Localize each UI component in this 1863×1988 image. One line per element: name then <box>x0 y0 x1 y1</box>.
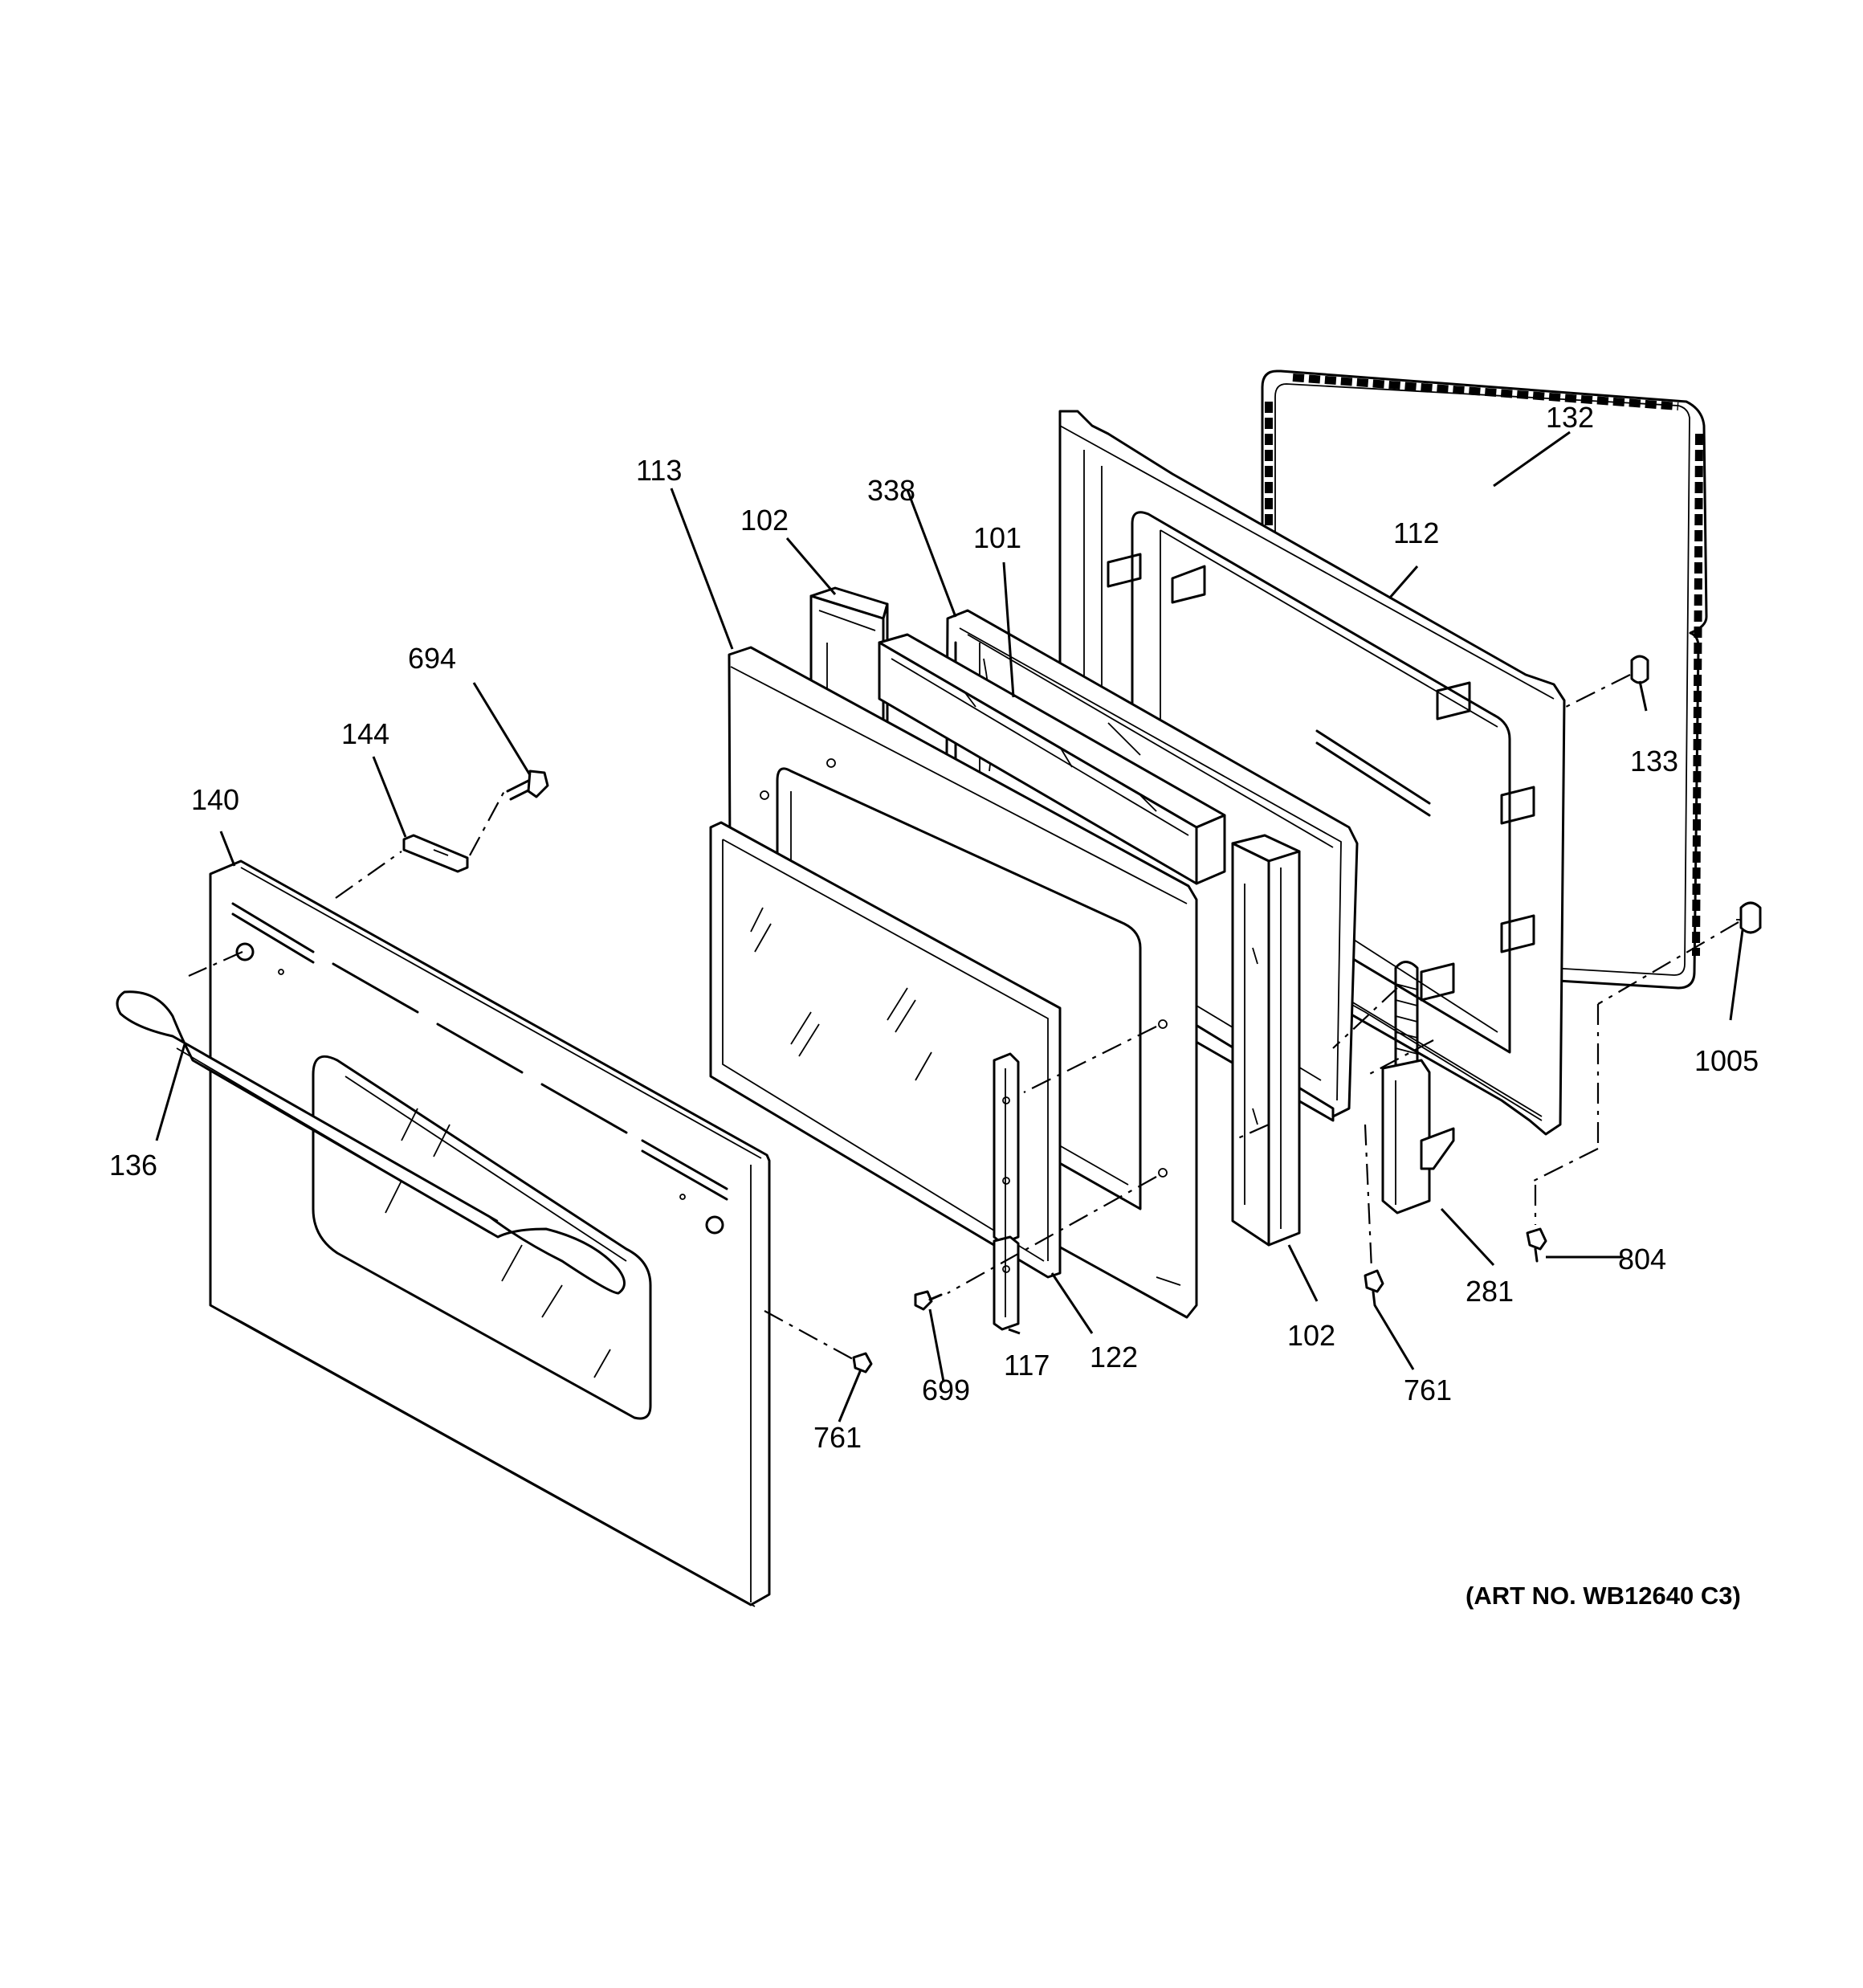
callout-113: 113 <box>636 454 682 487</box>
callout-761-left: 761 <box>813 1421 862 1454</box>
callout-132: 132 <box>1546 401 1594 434</box>
hinge-281 <box>1381 961 1455 1214</box>
leader-lines <box>155 431 1744 1423</box>
bumper-1005 <box>1736 901 1762 934</box>
callout-761-right: 761 <box>1404 1374 1452 1406</box>
callout-804: 804 <box>1618 1243 1666 1276</box>
bracket-144 <box>402 834 469 873</box>
callout-102-bottom: 102 <box>1287 1319 1335 1352</box>
screw-694 <box>506 769 549 801</box>
outer-glass-122 <box>709 821 1062 1279</box>
screw-761-left <box>852 1352 873 1374</box>
bumper-133 <box>1630 655 1649 684</box>
callout-102-top: 102 <box>740 504 789 537</box>
hinge-channel-117 <box>993 1052 1020 1331</box>
callout-694: 694 <box>408 642 456 675</box>
screw-699 <box>914 1290 943 1311</box>
callout-281: 281 <box>1466 1275 1514 1308</box>
callout-133: 133 <box>1630 745 1678 778</box>
door-handle-136 <box>116 990 626 1295</box>
callout-122: 122 <box>1090 1341 1138 1374</box>
callout-140: 140 <box>191 783 239 816</box>
callout-117: 117 <box>1004 1349 1050 1382</box>
insulation-block-102-right <box>1231 834 1301 1247</box>
outer-door-panel-140 <box>209 859 771 1607</box>
screw-804 <box>1526 1227 1547 1263</box>
assembly-lines <box>188 674 1739 1360</box>
insulation-block-102-top-wide <box>878 633 1226 885</box>
callout-112: 112 <box>1393 516 1439 549</box>
callout-136: 136 <box>109 1149 157 1182</box>
art-number: (ART NO. WB12640 C3) <box>1466 1582 1741 1610</box>
callout-144: 144 <box>341 717 389 750</box>
callout-1005: 1005 <box>1694 1044 1759 1077</box>
callout-338: 338 <box>867 474 915 507</box>
callout-labels: 132 113 338 102 101 112 694 133 144 140 … <box>109 401 1759 1610</box>
callout-699: 699 <box>922 1374 970 1406</box>
callout-101: 101 <box>973 521 1021 554</box>
screw-761-right <box>1364 1269 1384 1307</box>
